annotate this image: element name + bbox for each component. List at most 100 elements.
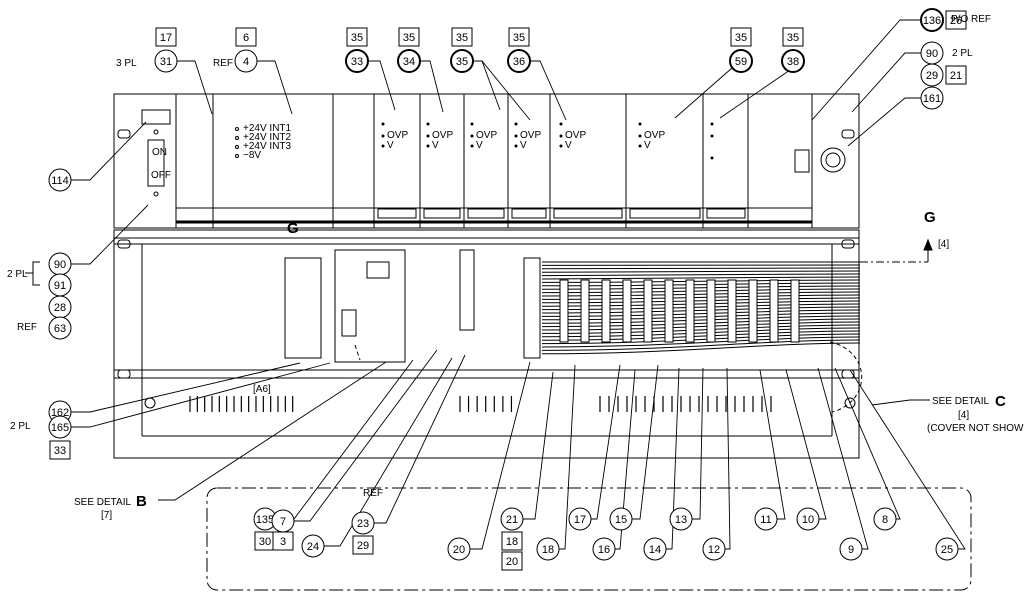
top-circle-7-label: 38 [787, 56, 799, 68]
box-30: 30 [254, 531, 276, 551]
processor-card [334, 249, 406, 363]
box-3: 3 [272, 531, 294, 551]
detail-b-letter: B [136, 493, 147, 510]
top-circle-2-label: 33 [351, 56, 363, 68]
top-circle-2: 33 [345, 49, 369, 73]
switch-on-label: ON [152, 147, 167, 158]
circle-90-left-label: 90 [54, 259, 66, 271]
top-circle-3-label: 34 [403, 56, 415, 68]
top-box-7: 35 [782, 27, 804, 47]
circle-12-label: 12 [708, 544, 720, 556]
top-box-6-label: 35 [735, 32, 747, 44]
circle-91: 91 [48, 273, 72, 297]
module-label-strips [377, 208, 746, 219]
top-box-1: 6 [235, 27, 257, 47]
circle-24-label: 24 [307, 541, 319, 553]
top-circle-6: 59 [729, 49, 753, 73]
circle-13-label: 13 [675, 514, 687, 526]
top-box-5-label: 35 [513, 32, 525, 44]
circle-16-label: 16 [598, 544, 610, 556]
svg-text:V: V [520, 140, 527, 151]
power-label-plate [141, 109, 171, 125]
circle-10: 10 [796, 507, 820, 531]
box-18: 18 [501, 531, 523, 551]
svg-text:OVP: OVP [387, 130, 408, 141]
detail-c-letter: C [995, 393, 1006, 410]
top-box-3-label: 35 [403, 32, 415, 44]
svg-text:V: V [644, 140, 651, 151]
see-detail-b-text: SEE DETAIL [74, 497, 131, 508]
circle-135: 135 [253, 507, 277, 531]
circle-90-left: 90 [48, 252, 72, 276]
circle-15-label: 15 [615, 514, 627, 526]
left-ref-label: REF [17, 322, 37, 333]
circle-136: 136 [920, 8, 944, 32]
a6-label: [A6] [253, 384, 271, 395]
top-box-6: 35 [730, 27, 752, 47]
top-circle-0: 31 [154, 49, 178, 73]
circle-16: 16 [592, 537, 616, 561]
top-circle-7: 38 [781, 49, 805, 73]
svg-text:V: V [387, 140, 394, 151]
box-21-top: 21 [945, 65, 967, 85]
serial-port [341, 309, 357, 337]
circle-11-label: 11 [760, 514, 771, 526]
top-box-0-label: 17 [160, 32, 172, 44]
top-circle-4: 35 [450, 49, 474, 73]
por-ref-label: P/O REF [951, 14, 991, 25]
svg-text:OVP: OVP [565, 130, 586, 141]
top-box-7-label: 35 [787, 32, 799, 44]
annotations: 3 PL REF P/O REF 2 PL 2 PL REF 2 PL SEE … [7, 14, 1024, 521]
circle-90-top-label: 90 [926, 48, 938, 60]
circle-91-label: 91 [54, 280, 66, 292]
section-g-ref: [4] [938, 239, 949, 250]
circle-63: 63 [48, 316, 72, 340]
circle-9: 9 [839, 537, 863, 561]
box-33-label: 33 [54, 445, 66, 457]
left-2pl-lower-label: 2 PL [10, 421, 31, 432]
top-box-5: 35 [508, 27, 530, 47]
top-box-4: 35 [451, 27, 473, 47]
top-circle-6-label: 59 [735, 56, 747, 68]
box-21-top-label: 21 [950, 70, 962, 82]
bottom-ref-label: REF [363, 488, 383, 499]
circle-8: 8 [873, 507, 897, 531]
svg-text:V: V [565, 140, 572, 151]
top-circle-4-label: 35 [456, 56, 468, 68]
ribbon-cables [541, 261, 861, 355]
circle-165-label: 165 [51, 422, 69, 434]
circle-11: 11 [754, 507, 778, 531]
top-box-4-label: 35 [456, 32, 468, 44]
detail-c-ref: [4] [958, 410, 969, 421]
circle-10-label: 10 [802, 514, 814, 526]
box-3-label: 3 [280, 536, 286, 548]
rj-connector [794, 149, 810, 173]
circle-29: 29 [920, 63, 944, 87]
switch-off-label: OFF [151, 170, 171, 181]
top-box-1-label: 6 [243, 32, 249, 44]
circle-135-label: 135 [256, 514, 274, 526]
circle-15: 15 [609, 507, 633, 531]
top-box-2-label: 35 [351, 32, 363, 44]
voltage-int2: +24V INT2 [243, 132, 292, 143]
tr-2pl-label: 2 PL [952, 48, 973, 59]
box-30-label: 30 [259, 536, 271, 548]
circle-29-label: 29 [926, 70, 938, 82]
disk-drive [284, 257, 322, 359]
circle-23-label: 23 [357, 518, 369, 530]
circle-7-label: 7 [280, 516, 286, 528]
svg-text:OVP: OVP [644, 130, 665, 141]
svg-text:OVP: OVP [476, 130, 497, 141]
circle-136-label: 136 [923, 15, 941, 27]
circle-24: 24 [301, 534, 325, 558]
top-circle-1: 4 [234, 49, 258, 73]
circle-20-label: 20 [453, 544, 465, 556]
top-circle-1-label: 4 [243, 56, 249, 68]
circle-7: 7 [271, 509, 295, 533]
top-circle-0-label: 31 [160, 56, 172, 68]
top-box-0: 17 [155, 27, 177, 47]
circle-20: 20 [447, 537, 471, 561]
circle-114-label: 114 [51, 175, 69, 187]
